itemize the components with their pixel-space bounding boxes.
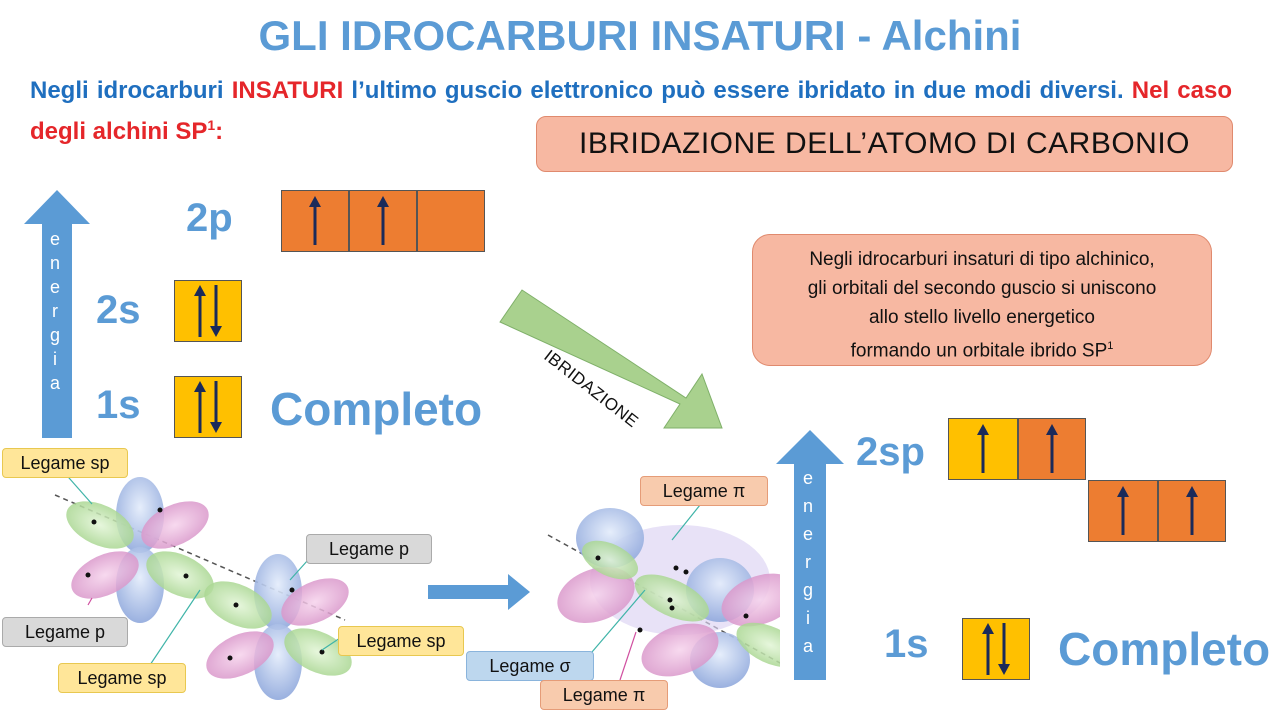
- orbital-2p-3: [417, 190, 485, 252]
- note-line-3: allo stello livello energetico: [868, 307, 1095, 328]
- level-2s-label: 2s: [96, 288, 141, 332]
- orbital-2sp-1: [948, 418, 1018, 480]
- hybridization-arrow: [499, 289, 723, 429]
- level-1s-right-label: 1s: [884, 622, 929, 666]
- label-legame-sp-right: Legame sp: [338, 626, 464, 656]
- up-arrow-icon: [977, 424, 989, 473]
- level-2p-label: 2p: [186, 196, 233, 240]
- carbon-atom-1: [66, 477, 214, 623]
- right-energy-arrow: [776, 430, 844, 680]
- intro-part2: l’ultimo guscio elettronico può essere i…: [343, 77, 1132, 104]
- orbital-2s: [174, 280, 242, 342]
- paired-arrows-icon: [194, 381, 222, 433]
- up-arrow-icon: [377, 196, 389, 245]
- explanation-note-box: Negli idrocarburi insaturi di tipo alchi…: [752, 234, 1212, 366]
- orbital-2p-2: [349, 190, 417, 252]
- paired-arrows-icon: [982, 623, 1010, 675]
- intro-red-end: :: [215, 118, 224, 145]
- orbital-p-1: [1088, 480, 1158, 542]
- label-legame-sp-top: Legame sp: [2, 448, 128, 478]
- left-energy-arrow: [24, 190, 90, 438]
- carbon-atom-2: [204, 554, 352, 700]
- up-arrow-icon: [1117, 486, 1129, 535]
- label-legame-p-right: Legame p: [306, 534, 432, 564]
- paired-arrows-icon: [194, 285, 222, 337]
- up-arrow-icon: [1186, 486, 1198, 535]
- orbital-2p-1: [281, 190, 349, 252]
- page-title: GLI IDROCARBURI INSATURI - Alchini: [258, 12, 1022, 59]
- intro-red-part: Nel caso degli alchini SP: [30, 77, 1233, 145]
- note-line-2: gli orbitali del secondo guscio si unisc…: [807, 278, 1157, 299]
- intro-text: Negli idrocarburi INSATURI l’ultimo gusc…: [30, 74, 1232, 149]
- note-line-4: formando un orbitale ibrido SP1: [850, 340, 1114, 362]
- hybridization-title-box: IBRIDAZIONE DELL’ATOMO DI CARBONIO: [536, 116, 1233, 172]
- orbital-illustrations: [54, 469, 780, 700]
- right-arrow-icon: [428, 574, 530, 610]
- intro-part1: Negli idrocarburi: [30, 77, 232, 104]
- orbital-2sp-2: [1018, 418, 1086, 480]
- ethyne-molecule: [557, 508, 780, 688]
- orbital-1s-right: [962, 618, 1030, 680]
- label-legame-sp-bottom: Legame sp: [58, 663, 186, 693]
- up-arrow-icon: [309, 196, 321, 245]
- right-completo-label: Completo: [1058, 623, 1271, 675]
- label-legame-sigma: Legame σ: [466, 651, 594, 681]
- left-completo-label: Completo: [270, 383, 483, 435]
- orbital-p-2: [1158, 480, 1226, 542]
- label-legame-pi-top: Legame π: [640, 476, 768, 506]
- intro-highlight: INSATURI: [231, 77, 344, 104]
- note-line-1: Negli idrocarburi insaturi di tipo alchi…: [809, 249, 1155, 270]
- label-legame-pi-bottom: Legame π: [540, 680, 668, 710]
- up-arrow-icon: [1046, 424, 1058, 473]
- level-1s-label: 1s: [96, 383, 141, 427]
- level-2sp-label: 2sp: [856, 430, 925, 474]
- intro-red-sup: 1: [207, 117, 216, 133]
- label-legame-p-left: Legame p: [2, 617, 128, 647]
- orbital-1s-left: [174, 376, 242, 438]
